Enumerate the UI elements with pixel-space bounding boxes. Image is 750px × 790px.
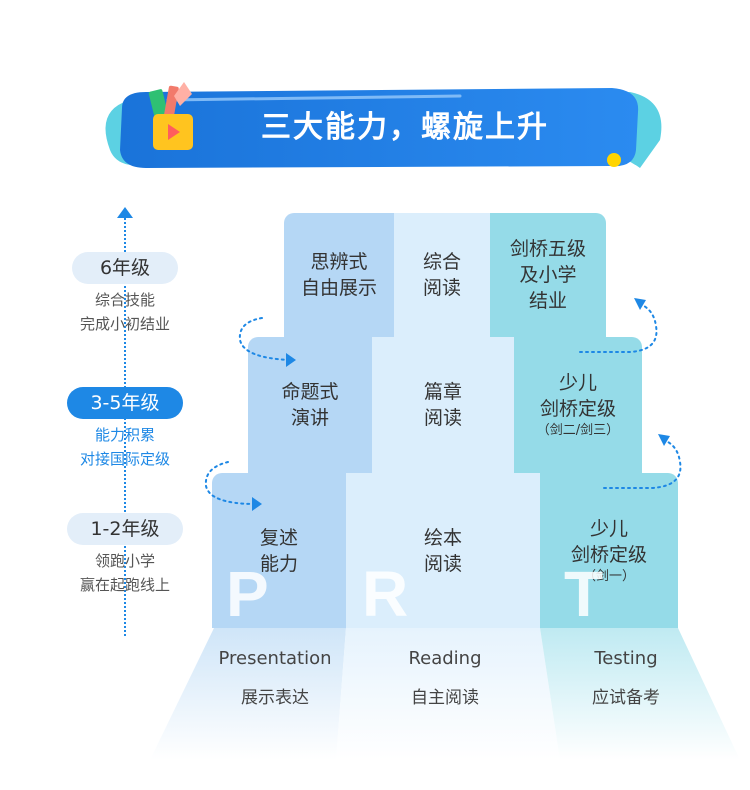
bottom-left-tile: 复述 能力 (212, 473, 346, 628)
grade-desc-3-5: 能力积累 对接国际定级 (45, 423, 205, 471)
tile-text: 剑桥定级 (570, 543, 647, 566)
letter-r: R (362, 558, 409, 628)
footer-en-presentation: Presentation (218, 648, 332, 669)
tile-note: （剑二/剑三） (536, 423, 620, 438)
tile-text: 少儿 (589, 517, 628, 540)
grade-desc-line: 对接国际定级 (79, 450, 170, 468)
tile-text: 剑桥定级 (539, 398, 616, 420)
tile-text: 绘本 (423, 526, 462, 549)
grade-desc-line: 赢在起跑线上 (79, 576, 170, 594)
grade-badge-6: 6年级 (72, 252, 178, 284)
tile-text: 自由展示 (300, 277, 377, 299)
axis-line (124, 218, 126, 636)
arrow-head-icon (286, 353, 296, 367)
footer-en-testing: Testing (594, 648, 658, 669)
footer-en-reading: Reading (408, 648, 482, 669)
axis-up-arrow-icon (117, 207, 133, 218)
mid-left-tile: 命题式 演讲 (248, 337, 372, 473)
banner-ribbon (105, 88, 662, 168)
tile-text: 篇章 (423, 381, 462, 403)
tile-note: （剑一） (582, 568, 635, 584)
footer-zh-reading: 自主阅读 (411, 688, 479, 708)
letter-p: P (226, 558, 269, 628)
bottom-right-tile: 少儿 剑桥定级 （剑一） (540, 473, 678, 628)
tile-text: 阅读 (423, 407, 462, 429)
top-left-tile: 思辨式 自由展示 (284, 213, 394, 337)
tile-text: 复述 (259, 526, 298, 549)
tile-text: 命题式 (281, 381, 339, 403)
grade-desc-line: 能力积累 (94, 426, 155, 444)
tile-text: 能力 (259, 552, 298, 575)
arrow-head-icon (658, 434, 670, 446)
grade-badge-1-2: 1-2年级 (67, 513, 183, 545)
arrow-head-icon (634, 298, 646, 310)
pyramid-middle-tier: 命题式 演讲 篇章 阅读 少儿 剑桥定级 （剑二/剑三） (248, 337, 642, 473)
arrow-head-icon (252, 497, 262, 511)
mid-right-tile: 少儿 剑桥定级 （剑二/剑三） (514, 337, 642, 473)
tile-text: 思辨式 (310, 251, 368, 273)
title-banner: 三大能力，螺旋上升 (0, 0, 750, 190)
bottom-middle-tile: 绘本 阅读 (346, 473, 540, 628)
mid-middle-tile: 篇章 阅读 (372, 337, 514, 473)
light-beam (150, 628, 740, 760)
letter-t: T (564, 558, 604, 628)
grade-desc-line: 完成小初结业 (79, 315, 170, 333)
tile-text: 阅读 (423, 552, 462, 575)
banner-title: 三大能力，螺旋上升 (261, 110, 549, 145)
top-right-tile: 剑桥五级 及小学 结业 (490, 213, 606, 337)
grade-badge-3-5: 3-5年级 (67, 387, 183, 419)
tile-text: 及小学 (519, 264, 577, 286)
grade-desc-line: 综合技能 (94, 291, 155, 309)
pencil-cup-icon (148, 82, 193, 150)
top-middle-tile: 综合 阅读 (394, 213, 490, 337)
tile-text: 少儿 (558, 372, 597, 394)
pyramid-bottom-tier: 复述 能力 绘本 阅读 少儿 剑桥定级 （剑一） P R T (212, 473, 678, 628)
grade-desc-6: 综合技能 完成小初结业 (45, 288, 205, 336)
grade-desc-1-2: 领跑小学 赢在起跑线上 (45, 549, 205, 597)
footer-zh-testing: 应试备考 (592, 688, 660, 708)
grade-desc-line: 领跑小学 (94, 552, 155, 570)
tile-text: 综合 (422, 251, 461, 273)
tile-text: 阅读 (422, 277, 461, 299)
footer-zh-presentation: 展示表达 (241, 688, 309, 708)
pyramid-top-tier: 思辨式 自由展示 综合 阅读 剑桥五级 及小学 结业 (284, 213, 606, 337)
tile-text: 结业 (528, 290, 567, 312)
tile-text: 演讲 (290, 407, 329, 429)
tile-text: 剑桥五级 (509, 238, 586, 260)
